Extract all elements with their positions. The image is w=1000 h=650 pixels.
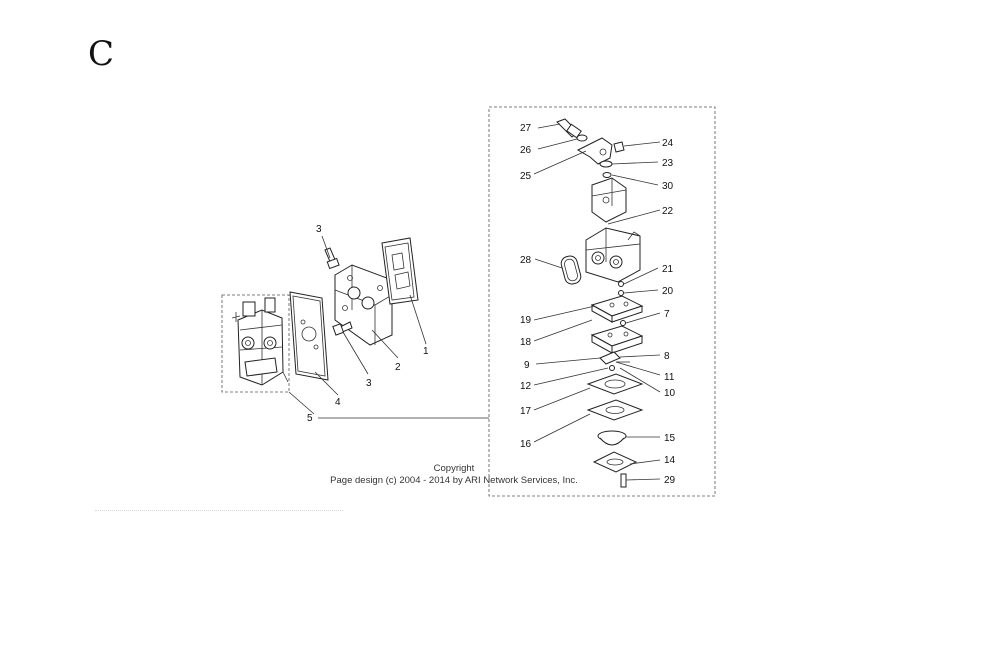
gasket-part-4-illustration bbox=[289, 291, 329, 381]
gasket-part-16-illustration bbox=[586, 399, 644, 421]
copyright-line-1: Copyright bbox=[434, 463, 475, 474]
carburetor-assembly-box bbox=[221, 294, 290, 393]
callout-19: 19 bbox=[520, 315, 532, 326]
throttle-lever-part-25-illustration bbox=[576, 137, 613, 165]
idle-screw-part-27-illustration bbox=[556, 118, 582, 139]
throttle-body-part-22-illustration bbox=[591, 177, 627, 223]
diaphragm-block-illustration bbox=[590, 325, 644, 354]
callout-23: 23 bbox=[662, 158, 674, 169]
needle-lever-parts-9-12-illustration bbox=[599, 351, 630, 371]
screw-part-24-illustration bbox=[613, 141, 625, 153]
callout-22: 22 bbox=[662, 206, 674, 217]
pin-part-21-illustration bbox=[618, 281, 624, 287]
callout-29: 29 bbox=[664, 475, 676, 486]
callout-5: 5 bbox=[307, 413, 313, 424]
pump-plate-part-19-18-illustration bbox=[590, 295, 644, 323]
gasket-part-1-illustration bbox=[381, 237, 419, 305]
callout-1: 1 bbox=[423, 346, 429, 357]
ring-part-30-illustration bbox=[602, 172, 612, 178]
part-7-illustration bbox=[620, 320, 626, 326]
callout-4: 4 bbox=[335, 397, 341, 408]
faint-divider bbox=[95, 510, 343, 511]
o-ring-part-28-illustration bbox=[560, 255, 582, 285]
callout-14: 14 bbox=[664, 455, 676, 466]
exploded-detail-box bbox=[488, 106, 716, 497]
callout-17: 17 bbox=[520, 406, 532, 417]
callout-12: 12 bbox=[520, 381, 532, 392]
carburetor-body-illustration bbox=[585, 227, 641, 283]
callout-9: 9 bbox=[524, 360, 530, 371]
washer-part-26-illustration bbox=[576, 134, 588, 142]
diaphragm-part-17-illustration bbox=[586, 373, 644, 395]
callout-2: 2 bbox=[395, 362, 401, 373]
callout-7: 7 bbox=[664, 309, 670, 320]
callout-3-lower: 3 bbox=[366, 378, 372, 389]
section-letter: C bbox=[88, 34, 115, 74]
washer-part-23-illustration bbox=[599, 160, 613, 168]
callout-28: 28 bbox=[520, 255, 532, 266]
pin-part-20-illustration bbox=[618, 290, 624, 296]
callout-3-upper: 3 bbox=[316, 224, 322, 235]
callout-10: 10 bbox=[664, 388, 676, 399]
callout-27: 27 bbox=[520, 123, 532, 134]
screw-part-3-lower-illustration bbox=[332, 321, 353, 336]
callout-8: 8 bbox=[664, 351, 670, 362]
screw-part-29-illustration bbox=[620, 473, 627, 488]
callout-15: 15 bbox=[664, 433, 676, 444]
copyright-line-2: Page design (c) 2004 - 2014 by ARI Netwo… bbox=[330, 475, 578, 486]
callout-26: 26 bbox=[520, 145, 532, 156]
cover-part-14-illustration bbox=[592, 451, 638, 473]
callout-25: 25 bbox=[520, 171, 532, 182]
callout-16: 16 bbox=[520, 439, 532, 450]
callout-20: 20 bbox=[662, 286, 674, 297]
carburetor-assembled-illustration bbox=[231, 297, 289, 386]
callout-21: 21 bbox=[662, 264, 674, 275]
callout-11: 11 bbox=[664, 372, 675, 383]
callout-18: 18 bbox=[520, 337, 532, 348]
callout-30: 30 bbox=[662, 181, 674, 192]
callout-24: 24 bbox=[662, 138, 674, 149]
primer-bulb-part-15-illustration bbox=[597, 430, 627, 446]
